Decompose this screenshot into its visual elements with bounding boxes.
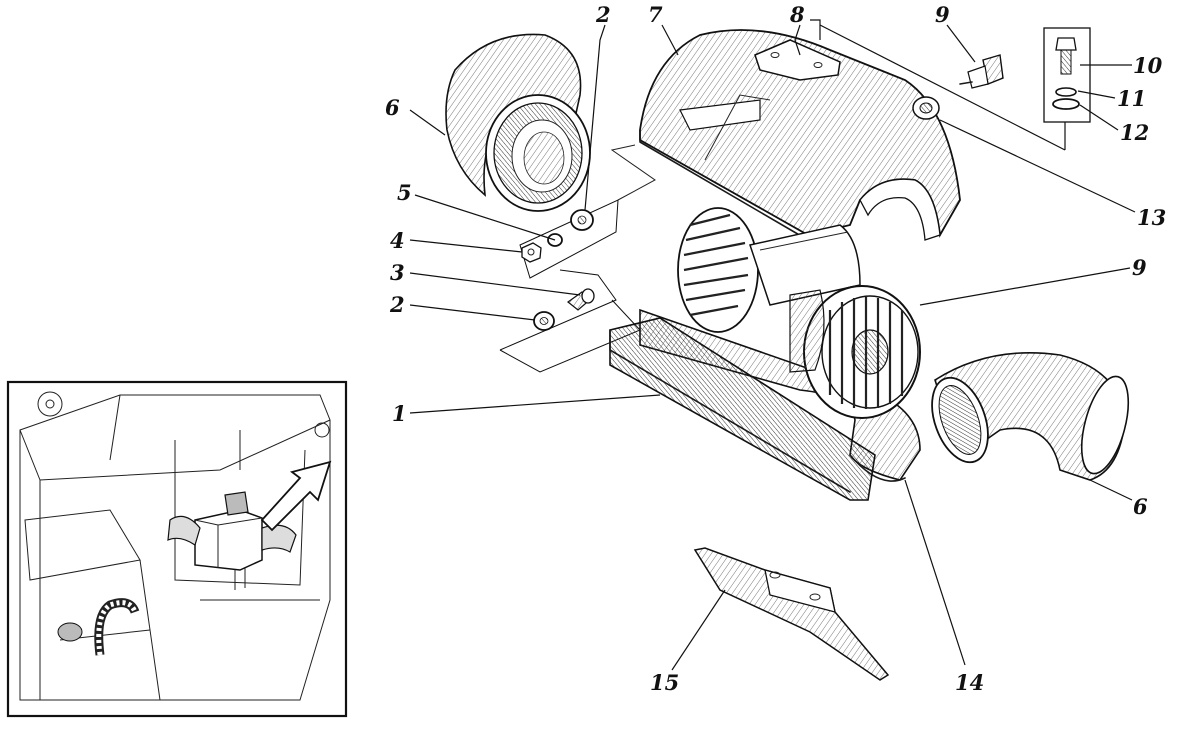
fan-wheel-rear	[683, 213, 749, 317]
callout-11: 11	[1117, 86, 1146, 111]
callout-4: 4	[390, 228, 405, 253]
callout-13: 13	[1137, 205, 1166, 230]
fastener-box	[1043, 27, 1091, 123]
callout-15: 15	[650, 670, 679, 695]
callout-9-top: 9	[935, 2, 950, 27]
part-4-nut	[521, 242, 542, 263]
part-12-flat-washer	[1052, 98, 1080, 110]
part-3-screw	[567, 288, 595, 311]
callout-1: 1	[392, 401, 407, 426]
bracket-hole	[770, 52, 780, 58]
locator-arrow-icon	[260, 460, 332, 532]
inset-frame	[6, 380, 348, 718]
part-15-lower-bracket	[693, 547, 890, 681]
callout-2-upper: 2	[595, 2, 611, 27]
callout-8: 8	[789, 2, 805, 27]
part-6-elbow-duct-left	[445, 33, 591, 212]
part-11-spring-washer	[1055, 87, 1077, 97]
bracket-hole	[769, 571, 781, 579]
part-2-washer-lower	[533, 311, 555, 331]
vehicle-body-outline	[19, 394, 331, 701]
inset-locator-view	[6, 380, 348, 718]
fastener-group-lower	[499, 269, 641, 373]
callout-5: 5	[397, 180, 412, 205]
callout-10: 10	[1133, 53, 1163, 78]
callout-12: 12	[1120, 120, 1149, 145]
callout-3: 3	[390, 260, 405, 285]
steering-wheel-icon	[37, 391, 63, 417]
part-10-bolt	[1055, 37, 1077, 75]
bracket-hole	[809, 593, 821, 601]
part-1-base-plate	[609, 317, 876, 501]
callout-2-lower: 2	[389, 292, 405, 317]
leader-lines	[409, 19, 1136, 671]
part-2-washer-upper	[570, 209, 594, 231]
vent-icon	[314, 422, 330, 438]
inset-duct-hose	[57, 598, 140, 656]
callout-7: 7	[648, 2, 663, 27]
callout-6-upper: 6	[385, 95, 400, 120]
inset-heater-unit	[167, 491, 297, 590]
callout-6-lower: 6	[1133, 494, 1148, 519]
callout-labels: 6 2 7 8 9 10 11 12 13 9 5 4 3 2 1 6 15 1…	[385, 2, 1166, 695]
part-8-mounting-bracket	[754, 39, 841, 81]
part-9-blower-motor	[677, 207, 921, 419]
part-6-elbow-duct-right	[931, 352, 1130, 481]
callout-14: 14	[955, 670, 984, 695]
fastener-group-upper	[519, 144, 656, 279]
callout-9-motor: 9	[1132, 255, 1147, 280]
bracket-hole	[813, 62, 823, 68]
part-13-grommet	[912, 96, 940, 120]
part-9-resistor	[959, 54, 1004, 89]
